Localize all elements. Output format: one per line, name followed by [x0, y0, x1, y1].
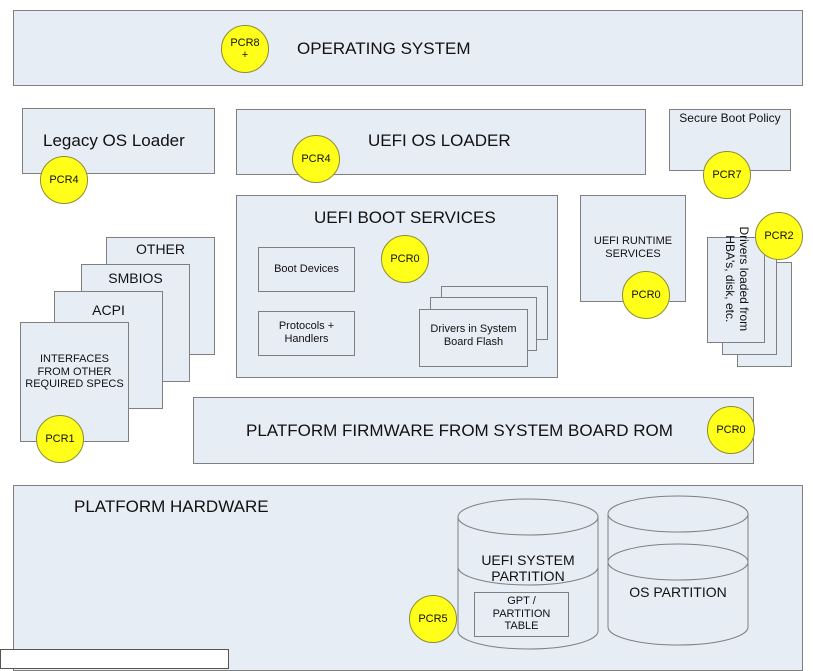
drivers-flash-box: [419, 309, 528, 367]
interfaces-main-label: INTERFACES FROM OTHER REQUIRED SPECS: [25, 353, 124, 391]
gpt-table-box: [474, 592, 569, 637]
platform-firmware: [193, 397, 754, 464]
interfaces-main-card: [20, 322, 129, 442]
pcr4-uefi-label: PCR4: [301, 152, 331, 165]
secure-boot-policy-label: Secure Boot Policy: [679, 111, 781, 125]
pcr7-badge: PCR7: [703, 151, 751, 199]
uefi-boot-services-label: UEFI BOOT SERVICES: [314, 208, 496, 227]
boot-devices-label: Boot Devices: [274, 263, 339, 275]
caption-box: [0, 649, 229, 669]
pcr4-uefi-badge: PCR4: [292, 135, 340, 183]
protocols-handlers-label: Protocols + Handlers: [278, 320, 335, 345]
os-partition-label: OS PARTITION: [629, 584, 727, 600]
pcr2-badge: PCR2: [755, 212, 803, 260]
pcr8-label: PCR8: [230, 36, 260, 49]
hba-drivers-box: [707, 237, 765, 343]
drivers-flash-label: Drivers in System Board Flash: [430, 323, 517, 348]
pcr4-legacy-badge: PCR4: [40, 156, 88, 204]
smbios-interface-label: SMBIOS: [108, 270, 163, 286]
pcr7-label: PCR7: [712, 168, 742, 181]
boot-devices-box: [258, 247, 355, 292]
pcr1-badge: PCR1: [36, 415, 84, 463]
pcr0-boot-services-badge: PCR0: [381, 235, 429, 283]
platform-hardware-label: PLATFORM HARDWARE: [74, 497, 269, 516]
pcr0-firmware-badge: PCR0: [707, 406, 755, 454]
pcr0-runtime-badge: PCR0: [622, 271, 670, 319]
uefi-partition-label: UEFI SYSTEM PARTITION: [481, 552, 575, 585]
acpi-interface-label: ACPI: [92, 302, 125, 318]
platform-firmware-label: PLATFORM FIRMWARE FROM SYSTEM BOARD ROM: [246, 421, 673, 440]
uefi-runtime-services-label: UEFI RUNTIME SERVICES: [593, 235, 673, 260]
gpt-table-label: GPT / PARTITION TABLE: [492, 595, 551, 633]
os-partition-cylinder: [607, 495, 749, 646]
protocols-handlers-box: [258, 311, 355, 356]
uefi-os-loader-label: UEFI OS LOADER: [368, 131, 511, 150]
pcr8-badge: PCR8+: [221, 25, 269, 73]
legacy-os-loader-label: Legacy OS Loader: [43, 131, 185, 150]
operating-system-label: OPERATING SYSTEM: [297, 39, 471, 58]
other-interface-label: OTHER: [136, 241, 185, 257]
pcr0-runtime-label: PCR0: [631, 288, 661, 301]
pcr4-legacy-label: PCR4: [49, 173, 79, 186]
pcr0-boot-services-label: PCR0: [390, 252, 420, 265]
pcr5-badge: PCR5: [409, 595, 457, 643]
pcr5-label: PCR5: [418, 612, 448, 625]
pcr2-label: PCR2: [764, 229, 794, 242]
pcr8-plus: +: [241, 49, 249, 61]
pcr1-label: PCR1: [45, 432, 75, 445]
operating-system-layer: [13, 10, 803, 86]
pcr0-firmware-label: PCR0: [716, 423, 746, 436]
